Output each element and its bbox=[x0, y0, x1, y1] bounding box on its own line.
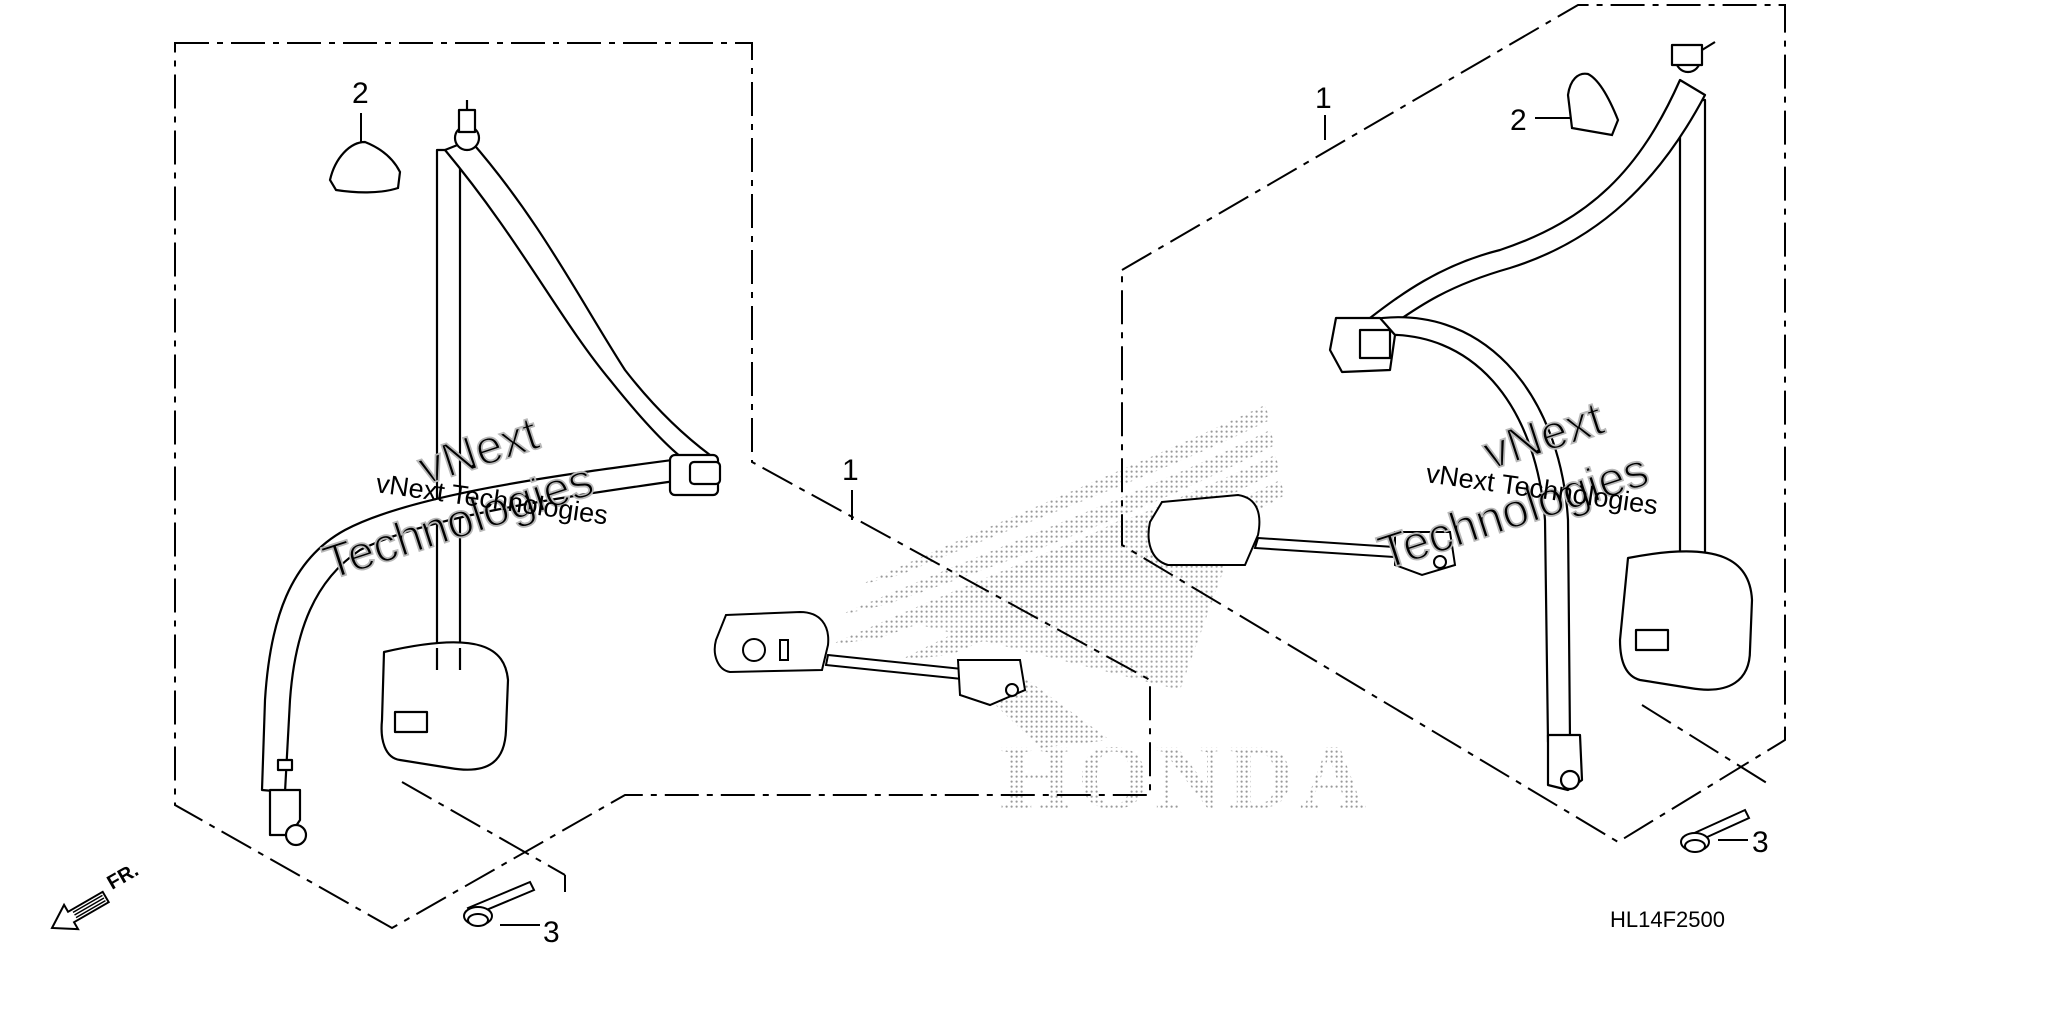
diagram-code: HL14F2500 bbox=[1610, 907, 1725, 932]
honda-wing-logo bbox=[830, 405, 1285, 748]
left-trim-cover bbox=[328, 140, 402, 194]
right-bolt-callout: 3 bbox=[1752, 826, 1769, 859]
right-seat-belt-assembly bbox=[1328, 41, 1754, 792]
left-bolt bbox=[463, 880, 536, 927]
left-group-callout: 1 bbox=[842, 454, 859, 487]
left-cover-callout: 2 bbox=[352, 77, 369, 110]
right-cover-callout: 2 bbox=[1510, 104, 1527, 137]
right-watermark: vNext Technologies vNext Technologies bbox=[1371, 391, 1660, 581]
right-buckle bbox=[1147, 493, 1457, 577]
left-group-outline bbox=[174, 42, 1151, 930]
front-label: FR. bbox=[104, 859, 143, 894]
right-bolt bbox=[1680, 808, 1751, 853]
left-buckle bbox=[713, 610, 1027, 707]
honda-wordmark: HONDA bbox=[1000, 726, 1372, 828]
right-group-outline bbox=[1121, 4, 1786, 844]
right-trim-cover bbox=[1566, 72, 1620, 137]
right-group-callout: 1 bbox=[1315, 82, 1332, 115]
left-seat-belt-assembly bbox=[260, 100, 722, 847]
left-bolt-callout: 3 bbox=[543, 916, 560, 949]
left-watermark: vNext Technologies vNext Technologies bbox=[316, 406, 610, 591]
front-arrow-icon bbox=[50, 890, 111, 931]
